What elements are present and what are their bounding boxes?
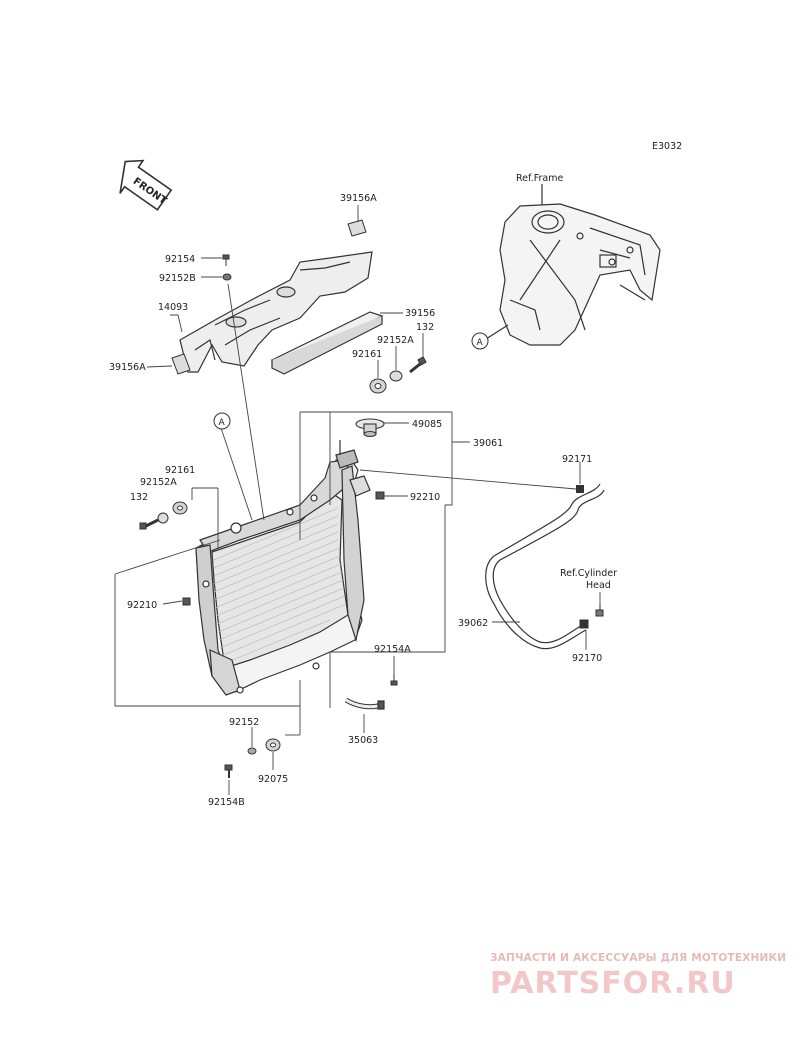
label-92075: 92075 [258,774,288,785]
frame-reference: Ref.Frame [485,173,661,346]
diagram-code: E3032 [652,141,682,152]
radiator-cap-49085 [355,418,385,438]
label-132-right: 132 [416,322,434,333]
pad-39156A-left [171,353,191,375]
bolt-92154A [390,674,398,686]
label-92161-right: 92161 [352,349,382,360]
label-92161-left: 92161 [165,465,195,476]
label-92152B-top: 92152B [159,273,196,284]
callout-a-right-label: A [477,338,484,348]
label-39156: 39156 [405,308,435,319]
grommet-92075 [265,738,281,752]
radiator-shroud-14093 [179,251,373,373]
label-14093: 14093 [158,302,188,313]
hose-35063 [344,697,385,710]
ref-frame-label: Ref.Frame [516,173,563,184]
bolt-132-left [139,518,159,530]
label-39156A-top: 39156A [340,193,377,204]
label-92154-top: 92154 [165,254,195,265]
fitting-92170 [579,604,604,629]
rubber-strip-39156 [270,311,384,375]
label-49085: 49085 [412,419,442,430]
label-92154A: 92154A [374,644,411,655]
label-39062: 39062 [458,618,488,629]
front-arrow-icon: FRONT [119,159,173,211]
label-132-left: 132 [130,492,148,503]
label-39061: 39061 [473,438,503,449]
part-labels: 39156A 92154 92152B 14093 39156 132 9215… [109,193,602,808]
callout-a-left: A [213,412,231,430]
ref-cylinder-label-1: Ref.Cylinder [560,568,617,579]
radiator-fins [213,507,347,665]
washer-92152-bottom [247,747,257,755]
label-35063: 35063 [348,735,378,746]
label-92210-right: 92210 [410,492,440,503]
watermark-tagline: ЗАПЧАСТИ И АКСЕССУАРЫ ДЛЯ МОТОТЕХНИКИ [490,952,787,964]
pad-39156A-top [347,219,367,237]
clamp-92171 [576,485,584,493]
washer-92152B [222,273,232,281]
clip-92210-left [182,597,191,606]
label-92210-left: 92210 [127,600,157,611]
radiator-39061 [195,440,371,696]
ref-cylinder-label-2: Head [586,580,611,591]
grommet-92161-right [369,378,387,394]
label-92171: 92171 [562,454,592,465]
callout-a-right: A [471,332,489,350]
collar-92152A-left [157,512,169,524]
label-92152-bottom: 92152 [229,717,259,728]
label-92152A-left: 92152A [140,477,177,488]
label-92152A-right: 92152A [377,335,414,346]
bolt-92154-top [222,254,230,266]
label-92154B-bottom: 92154B [208,797,245,808]
bolt-92154B-bottom [224,764,233,778]
reservoir-hose-39062 [485,483,605,650]
grommet-92161-left [172,501,188,515]
watermark-logo: PARTSFOR.RU [490,966,736,1001]
callout-a-left-label: A [219,418,226,428]
label-92170: 92170 [572,653,602,664]
collar-92152A-right [389,370,403,382]
bolt-132-right [409,356,427,374]
leader-lines [114,205,601,795]
clip-92210-right [375,491,385,500]
label-39156A-left: 39156A [109,362,146,373]
